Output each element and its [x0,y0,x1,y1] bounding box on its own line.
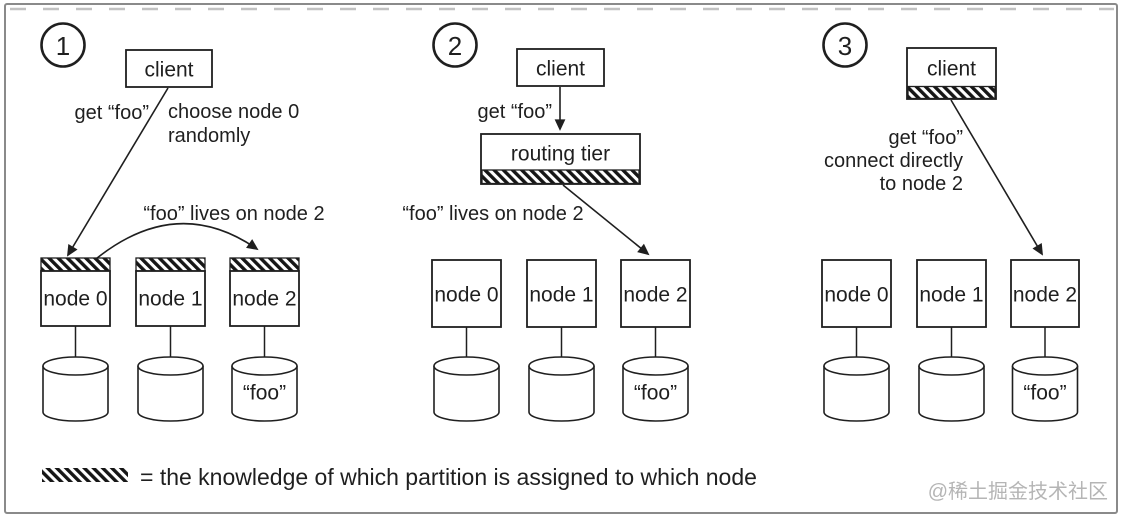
legend: = the knowledge of which partition is as… [42,464,757,490]
figure-frame [4,3,1118,514]
panel-1-disk-2: “foo” [231,356,298,422]
panel-3-get-line3: to node 2 [880,173,963,195]
panel-2-client-label: client [536,57,585,80]
panel-1-node1-label: node 1 [138,287,202,310]
panel-2-forward-arrow [562,184,650,256]
panel-1-request-arrow [67,87,169,257]
panel-3-node2-label: node 2 [1013,283,1077,306]
panel-3: 3 client get “foo” connect directly to n… [821,22,1080,422]
legend-text: = the knowledge of which partition is as… [140,464,757,490]
panel-2-node2-box [620,259,691,328]
panel-2-node0-label: node 0 [434,283,498,306]
panel-3-disk-2: “foo” [1011,356,1079,422]
panel-1-get-label: get “foo” [75,102,149,124]
panel-2-foo-value: “foo” [634,381,677,404]
panel-3-node1-label: node 1 [919,283,983,306]
panel-2-get-label: get “foo” [478,101,552,123]
panel-3-number-circle [822,22,868,68]
panel-2-location-label: “foo” lives on node 2 [402,203,583,225]
panel-3-node0-box [821,259,892,328]
panel-3-disk-0 [823,356,890,422]
panel-2-disk-2: “foo” [622,356,689,422]
panel-2-disk-0 [433,356,500,422]
panel-1-node0-hatch [40,257,111,272]
panel-3-number: 3 [838,31,852,61]
panel-2: 2 client get “foo” routing tier “foo” li… [402,22,691,422]
panel-2-node2-label: node 2 [623,283,687,306]
panel-1-node2-label: node 2 [232,287,296,310]
panel-1-node2-box [229,270,300,327]
panel-2-client-box [516,48,605,87]
panel-3-direct-arrow [950,99,1043,256]
panel-1-number: 1 [56,31,70,61]
legend-hatch-swatch [42,468,128,482]
panel-3-get-line2: connect directly [824,150,963,172]
panel-1-note-line2: randomly [168,125,250,147]
panel-3-foo-value: “foo” [1023,381,1066,404]
panel-1-note-line1: choose node 0 [168,101,299,123]
panel-1-disk-0 [42,356,109,422]
panel-1: 1 client get “foo” choose node 0 randoml… [40,22,325,422]
panel-1-node1-hatch [135,257,206,272]
panel-1-client-box [125,49,213,88]
panel-1-node0-box [40,270,111,327]
panel-1-node2-hatch [229,257,300,272]
panel-2-disk-1 [528,356,595,422]
panel-1-node1-box [135,270,206,327]
panel-1-client-label: client [144,58,193,81]
panel-1-redirect-arc [90,222,259,264]
panel-2-routing-tier-hatch [481,169,640,185]
panel-2-node1-box [526,259,597,328]
panel-2-number: 2 [448,31,462,61]
panel-2-number-circle [432,22,478,68]
panel-3-client-hatch [907,85,996,100]
panel-3-node1-box [916,259,987,328]
panel-2-node0-box [431,259,502,328]
panel-2-node1-label: node 1 [529,283,593,306]
panel-1-arc-label: “foo” lives on node 2 [143,203,324,225]
panel-1-foo-value: “foo” [243,381,286,404]
panel-1-number-circle [40,22,86,68]
panel-3-get-line1: get “foo” [889,127,963,149]
panel-3-node0-label: node 0 [824,283,888,306]
panel-1-node0-label: node 0 [43,287,107,310]
panel-3-node2-box [1010,259,1080,328]
panel-2-routing-tier-label: routing tier [511,142,610,165]
panel-1-disk-1 [137,356,204,422]
panel-3-disk-1 [918,356,985,422]
panel-3-client-label: client [927,57,976,80]
watermark-text: @稀土掘金技术社区 [928,480,1108,503]
